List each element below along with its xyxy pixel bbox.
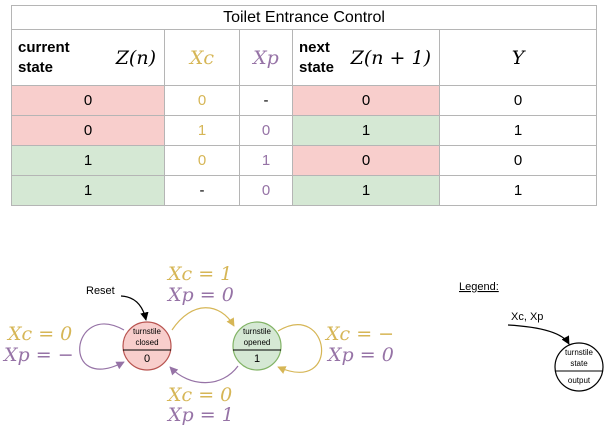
reset-label: Reset xyxy=(86,285,115,297)
header-y: Y xyxy=(438,29,598,86)
table-row: 1 - 0 1 1 xyxy=(11,175,598,206)
reset-arrow xyxy=(120,295,149,321)
state-opened: turnstile opened 1 xyxy=(232,321,282,371)
loop-closed-xc-label: Xc = 0 xyxy=(6,323,72,345)
cell-z: 1 xyxy=(11,145,165,176)
table-row: 0 0 - 0 0 xyxy=(11,85,598,116)
arrow-closed-to-opened xyxy=(171,307,235,331)
header-xc: Xc xyxy=(164,29,240,86)
loop-closed-xp-label: Xp = − xyxy=(2,344,74,366)
cell-xp: 0 xyxy=(239,115,293,146)
table-title: Toilet Entrance Control xyxy=(10,5,598,30)
header-current-var: Z(n) xyxy=(115,46,156,69)
header-current-label-2: state xyxy=(18,58,54,76)
cell-z-next: 1 xyxy=(292,175,440,206)
header-next-label-1: next xyxy=(299,38,330,56)
closed-to-opened-xc-label: Xc = 1 xyxy=(166,263,232,285)
header-next-state: next state Z(n + 1) xyxy=(292,29,440,86)
cell-y: 1 xyxy=(438,175,598,206)
state-opened-name-1: turnstile xyxy=(243,327,272,336)
opened-to-closed-xp-label: Xp = 1 xyxy=(166,404,234,426)
legend-state-1: turnstile xyxy=(565,348,594,357)
legend: Legend: Xc, Xp turnstile state output xyxy=(459,281,604,392)
header-next-var: Z(n + 1) xyxy=(350,46,431,69)
cell-xc: - xyxy=(164,175,240,206)
loop-opened-xp-label: Xp = 0 xyxy=(326,344,394,366)
opened-to-closed-xc-label: Xc = 0 xyxy=(166,384,232,406)
table-row: 0 1 0 1 1 xyxy=(11,115,598,146)
loop-opened-xc-label: Xc = − xyxy=(324,323,394,345)
loop-opened-arrow xyxy=(277,324,323,374)
state-opened-name-2: opened xyxy=(244,338,271,347)
cell-xc: 1 xyxy=(164,115,240,146)
cell-z: 0 xyxy=(11,115,165,146)
cell-z: 1 xyxy=(11,175,165,206)
state-closed-name-2: closed xyxy=(135,338,158,347)
cell-xc: 0 xyxy=(164,85,240,116)
legend-state-2: state xyxy=(570,359,588,368)
arrow-opened-to-closed xyxy=(169,365,239,384)
legend-output: output xyxy=(568,376,591,385)
legend-title: Legend: xyxy=(459,281,499,293)
state-closed: turnstile closed 0 xyxy=(122,321,172,371)
state-opened-output: 1 xyxy=(254,353,260,365)
loop-closed-arrow xyxy=(79,323,125,370)
cell-z-next: 0 xyxy=(292,145,440,176)
truth-table: Toilet Entrance Control current state Z(n… xyxy=(10,5,598,206)
state-closed-output: 0 xyxy=(144,353,150,365)
cell-xp: - xyxy=(239,85,293,116)
legend-state-circle xyxy=(554,342,604,392)
cell-z-next: 1 xyxy=(292,115,440,146)
header-next-label-2: state xyxy=(299,58,335,76)
header-current-state: current state Z(n) xyxy=(11,29,165,86)
table-row: 1 0 1 0 0 xyxy=(11,145,598,176)
header-current-label-1: current xyxy=(18,38,70,56)
cell-z-next: 0 xyxy=(292,85,440,116)
legend-arrow xyxy=(507,324,570,345)
table-title-row: Toilet Entrance Control xyxy=(10,5,598,30)
state-closed-name-1: turnstile xyxy=(133,327,162,336)
closed-to-opened-xp-label: Xp = 0 xyxy=(166,284,234,306)
cell-z: 0 xyxy=(11,85,165,116)
legend-input-label: Xc, Xp xyxy=(511,311,543,323)
